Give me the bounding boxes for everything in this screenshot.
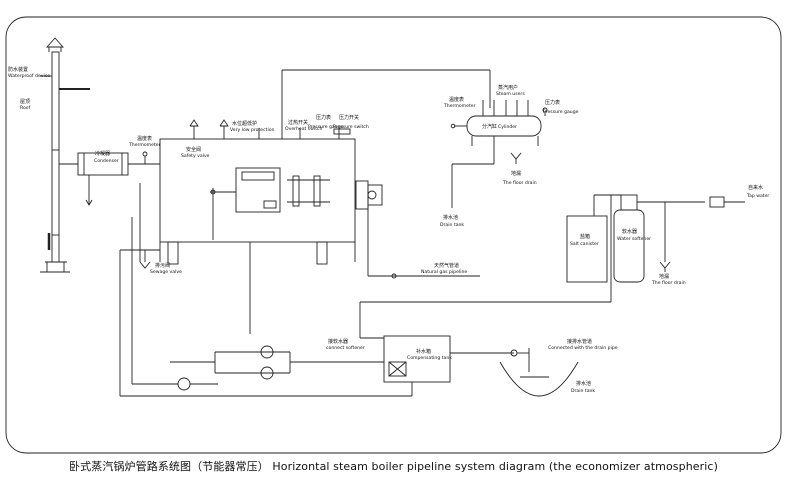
comp-tank-label-en: Compensating tank bbox=[407, 355, 452, 361]
floor-drain2-label-cn: 地漏 bbox=[659, 273, 669, 280]
pressure-gauge1-label-en: Pressure gauge bbox=[308, 124, 344, 130]
drain-tank1-label-en: Drain tank bbox=[440, 222, 464, 228]
burner bbox=[367, 184, 383, 206]
salt-canister-label-en: Salt canister bbox=[570, 241, 599, 247]
pump-2 bbox=[260, 366, 274, 380]
overheat-label-en: Overheat switch bbox=[285, 126, 323, 132]
drain-tank2-label-en: Drain tank bbox=[571, 388, 595, 394]
low-water-label-en: Very low protection bbox=[230, 127, 275, 133]
drain-pipe-label-en: Connected with the drain pipe bbox=[548, 345, 618, 351]
compensating-tank bbox=[360, 335, 579, 397]
thermometer1-label-en: Thermometer bbox=[128, 142, 161, 148]
roof-label-en: Roof bbox=[20, 105, 31, 111]
safety-valve-label-cn: 安全阀 bbox=[186, 146, 201, 153]
tap-water-label-en: Tap water bbox=[746, 193, 769, 199]
left-pipework bbox=[119, 183, 413, 397]
level-gauge-left bbox=[292, 175, 300, 207]
level-gauge-right bbox=[313, 175, 321, 207]
labels: 防水装置 Waterproof device 屋顶 Roof 冷凝器 Conde… bbox=[8, 66, 769, 394]
drain-basin bbox=[499, 361, 579, 397]
safety-valve-label-en: Safety valve bbox=[181, 153, 210, 159]
chimney bbox=[40, 37, 90, 273]
connect-softener-label-cn: 接软水器 bbox=[328, 338, 348, 345]
cylinder-label-en: Cylinder bbox=[498, 124, 517, 130]
chimney-cap bbox=[45, 37, 65, 48]
thermometer1-label-cn: 温度表 bbox=[137, 135, 152, 142]
low-water-label-cn: 水位超低护 bbox=[232, 120, 257, 127]
steam-cylinder bbox=[450, 100, 548, 208]
thermometer2-label-cn: 温度表 bbox=[449, 96, 464, 103]
control-panel bbox=[235, 167, 281, 213]
floor-drain2-label-en: The floor drain bbox=[651, 280, 686, 286]
diagram-caption: 卧式蒸汽锅炉管路系统图（节能器常压） Horizontal steam boil… bbox=[69, 460, 718, 473]
waterproof-label-cn: 防水装置 bbox=[8, 66, 28, 73]
waterproof-label-en: Waterproof device bbox=[8, 73, 50, 79]
pressure-switch-label-en: Pressure switch bbox=[333, 124, 369, 130]
comp-tank-label-cn: 补水箱 bbox=[416, 348, 431, 355]
water-treatment bbox=[359, 194, 745, 338]
connect-softener-label-en: connect softener bbox=[326, 345, 365, 351]
condenser bbox=[59, 151, 160, 206]
steam-users-label-cn: 蒸汽用户 bbox=[498, 84, 518, 91]
drain-tank2-label-cn: 排水池 bbox=[576, 380, 591, 387]
pressure-gauge2-label-en: Pressure gauge bbox=[543, 109, 579, 115]
boiler bbox=[159, 138, 480, 279]
steam-main bbox=[281, 69, 491, 128]
roof-label-cn: 屋顶 bbox=[20, 99, 30, 105]
outer-frame bbox=[5, 16, 782, 454]
pump-3 bbox=[177, 377, 191, 391]
condenser-label-cn: 冷凝器 bbox=[95, 150, 110, 157]
steam-users-label-en: Steam users bbox=[496, 91, 525, 97]
pressure-switch-label-cn: 压力开关 bbox=[339, 114, 359, 121]
thermometer2-label-en: Thermometer bbox=[443, 103, 476, 109]
sewage-valve-label-cn: 排污阀 bbox=[155, 262, 170, 269]
top-valves bbox=[189, 119, 351, 139]
drain-tank1-label-cn: 排水池 bbox=[443, 214, 458, 221]
gas-pipeline-label-cn: 天然气管道 bbox=[434, 262, 459, 269]
feed-pumps bbox=[170, 242, 384, 380]
water-softener-label-en: Water softener bbox=[617, 236, 651, 242]
overheat-label-cn: 过热开关 bbox=[288, 119, 308, 126]
water-softener-label-cn: 软水器 bbox=[622, 228, 637, 235]
condenser-label-en: Condenser bbox=[94, 158, 119, 164]
pump-1 bbox=[260, 345, 274, 359]
gas-pipeline-label-en: Natural gas pipeline bbox=[421, 269, 467, 275]
floor-drain1-label-cn: 地漏 bbox=[511, 170, 521, 177]
cylinder-label-cn: 分汽缸 bbox=[482, 123, 497, 130]
sewage-valve-label-en: Sewage valve bbox=[150, 269, 182, 275]
drain-pipe-label-cn: 接排水管道 bbox=[567, 338, 592, 345]
pressure-gauge2-label-cn: 压力表 bbox=[545, 99, 560, 106]
salt-canister-label-cn: 盐箱 bbox=[580, 233, 590, 240]
pressure-gauge1-label-cn: 压力表 bbox=[316, 114, 331, 121]
tap-water-label-cn: 自来水 bbox=[748, 184, 763, 191]
floor-drain1-label-en: The floor drain bbox=[502, 180, 537, 186]
